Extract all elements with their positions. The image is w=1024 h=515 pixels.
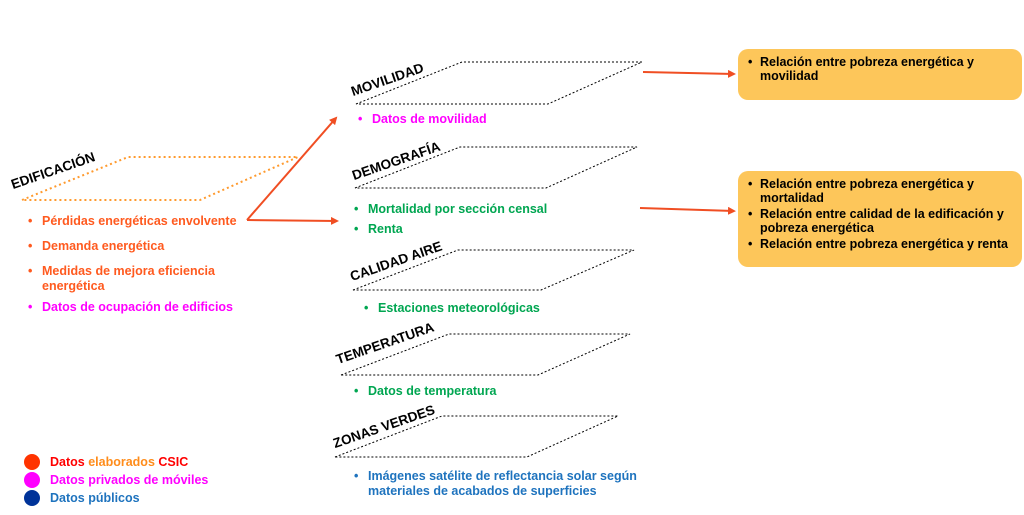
result-box-demografia: Relación entre pobreza energética y mort… <box>738 171 1022 267</box>
result-item: Relación entre pobreza energética y mort… <box>748 177 1014 205</box>
edificacion-plane <box>21 156 299 201</box>
edificacion-item: Pérdidas energéticas envolvente <box>28 214 236 229</box>
zonas-verdes-plane <box>334 415 619 458</box>
calidad-aire-plane <box>352 249 635 291</box>
demografia-plane <box>354 146 638 189</box>
legend-csic: Datos elaborados CSIC <box>50 455 188 469</box>
result-box-movilidad: Relación entre pobreza energética y movi… <box>738 49 1022 100</box>
arrow-to-demografia <box>246 216 339 225</box>
arrow-to-result-movilidad <box>642 69 736 78</box>
demografia-item: Mortalidad por sección censal <box>354 202 547 217</box>
demografia-item: Renta <box>354 222 403 237</box>
legend-dot-csic <box>24 454 40 470</box>
zonas-verdes-item: Imágenes satélite de reflectancia solar … <box>354 469 638 499</box>
movilidad-plane <box>355 61 643 105</box>
arrow-to-movilidad <box>246 116 338 221</box>
edificacion-item: Medidas de mejora eficiencia energética <box>28 264 232 294</box>
temperatura-item: Datos de temperatura <box>354 384 496 399</box>
legend-publicos: Datos públicos <box>50 491 140 505</box>
result-item: Relación entre pobreza energética y movi… <box>748 55 1014 83</box>
result-item: Relación entre pobreza energética y rent… <box>748 237 1014 251</box>
legend-dot-publicos <box>24 490 40 506</box>
legend-csic-part1: Datos <box>50 455 89 469</box>
legend-csic-part2: elaborados <box>88 455 159 469</box>
edificacion-item: Demanda energética <box>28 239 164 254</box>
edificacion-item: Datos de ocupación de edificios <box>28 300 233 315</box>
legend-moviles: Datos privados de móviles <box>50 473 209 487</box>
calidad-aire-item: Estaciones meteorológicas <box>364 301 540 316</box>
result-item: Relación entre calidad de la edificación… <box>748 207 1014 235</box>
movilidad-item: Datos de movilidad <box>358 112 487 127</box>
legend-csic-part3: CSIC <box>158 455 189 469</box>
legend-dot-moviles <box>24 472 40 488</box>
temperatura-plane <box>340 333 631 376</box>
arrow-to-result-demografia <box>639 206 736 215</box>
